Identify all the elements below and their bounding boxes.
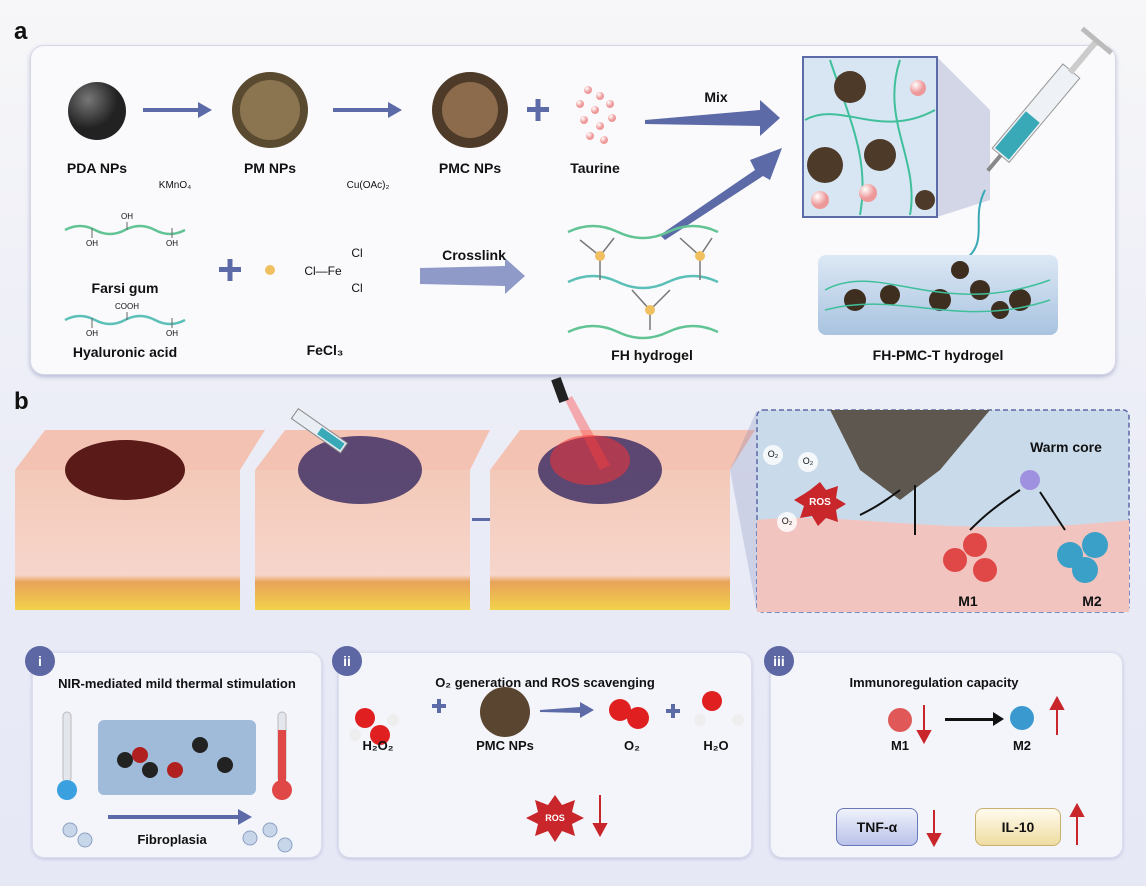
- oh-label: OH: [86, 239, 98, 248]
- decrease-arrow: [926, 810, 942, 848]
- m1-label: M1: [958, 593, 978, 609]
- pmc-nanoparticle: [432, 72, 508, 148]
- hyaluronic-chain: [64, 314, 186, 326]
- ros-label: ROS: [809, 497, 831, 508]
- taurine-dots: [576, 86, 616, 144]
- o2-molecule: [609, 699, 649, 729]
- kmno4-label: KMnO₄: [158, 180, 192, 191]
- pmc-nps-label: PMC NPs: [476, 738, 534, 753]
- pda-nps-label: PDA NPs: [66, 160, 128, 176]
- warm-core-label: Warm core: [1030, 439, 1102, 455]
- fecl3-structure: Cl—Fe: [304, 264, 342, 278]
- microenvironment-detail-box: [756, 409, 1130, 613]
- h2o2-label: H₂O₂: [362, 738, 394, 753]
- increase-arrow: [1049, 695, 1065, 735]
- arrow-icon: [945, 712, 1004, 726]
- wound-skin-block: [15, 430, 265, 610]
- oh-label: OH: [166, 329, 178, 338]
- o2-label: O₂: [624, 738, 640, 753]
- arrow-icon: [540, 702, 594, 718]
- cold-thermometer-icon: [57, 711, 77, 800]
- pmc-nps-label: PMC NPs: [438, 160, 502, 176]
- m1-macrophage: [888, 708, 912, 732]
- oh-label: OH: [86, 329, 98, 338]
- nir-irradiated-skin-block: [490, 377, 755, 610]
- fibroplasia-arrow: [108, 809, 252, 825]
- oh-label: OH: [166, 239, 178, 248]
- crosslink-arrow: [420, 258, 525, 294]
- farsi-gum-label: Farsi gum: [91, 280, 159, 296]
- h2o2-molecule: [349, 708, 399, 745]
- o2-label: O₂: [781, 516, 793, 526]
- pmc-nanoparticle: [480, 687, 530, 737]
- m1-label: M1: [890, 738, 910, 753]
- cuoac-label: Cu(OAc)₂: [346, 180, 390, 191]
- fecl3-label: FeCl₃: [306, 342, 344, 358]
- pm-nanoparticle: [232, 72, 308, 148]
- o2-label: O₂: [802, 456, 814, 466]
- fh-hydrogel-label: FH hydrogel: [611, 347, 693, 363]
- pm-nps-label: PM NPs: [243, 160, 297, 176]
- cl-label: Cl: [351, 281, 363, 295]
- thermal-title: NIR-mediated mild thermal stimulation: [58, 676, 296, 691]
- fibroplasia-label: Fibroplasia: [137, 832, 207, 847]
- oh-label: OH: [121, 212, 133, 221]
- fh-hydrogel: [567, 224, 719, 340]
- flashlight-icon: [551, 377, 569, 403]
- hyaluronic-acid-label: Hyaluronic acid: [72, 344, 178, 360]
- panel-a-label: a: [14, 18, 28, 45]
- cl-label: Cl: [351, 246, 363, 260]
- hot-thermometer-icon: [272, 711, 292, 800]
- plus-icon: [666, 704, 680, 718]
- immunoregulation-title: Immunoregulation capacity: [849, 675, 1019, 690]
- mix-arrow-lower: [660, 148, 782, 240]
- pda-sphere: [68, 82, 126, 140]
- increase-arrow: [1069, 802, 1085, 845]
- farsi-gum-chain: [64, 224, 186, 236]
- mix-label: Mix: [704, 89, 728, 105]
- badge-iii: iii: [764, 646, 794, 676]
- plus-icon: [527, 99, 549, 121]
- badge-i: i: [25, 646, 55, 676]
- fh-pmc-t-hydrogel-label: FH-PMC-T hydrogel: [872, 347, 1004, 363]
- plus-icon: [432, 699, 446, 713]
- arrow-icon: [333, 102, 402, 118]
- cooh-label: COOH: [115, 302, 139, 311]
- arrow-icon: [143, 102, 212, 118]
- ros-label: ROS: [545, 813, 565, 823]
- taurine-label: Taurine: [570, 160, 620, 176]
- h2o-label: H₂O: [703, 738, 729, 753]
- o2-label: O₂: [767, 449, 779, 459]
- badge-ii: ii: [332, 646, 362, 676]
- m2-label: M2: [1012, 738, 1032, 753]
- decrease-arrow: [592, 795, 608, 838]
- m2-label: M2: [1082, 593, 1102, 609]
- m2-macrophage: [1010, 706, 1034, 730]
- panel-b-label: b: [14, 388, 29, 415]
- syringe-icon: [986, 26, 1113, 172]
- hydrogel-applied-skin-block: [255, 408, 490, 610]
- ros-burst: [794, 482, 846, 526]
- plus-icon: [219, 259, 241, 281]
- h2o-molecule: [694, 691, 744, 726]
- il10-box: IL-10: [975, 808, 1061, 846]
- mix-arrow: [645, 100, 780, 136]
- crosslink-label: Crosslink: [442, 247, 506, 263]
- ros-burst: [526, 795, 584, 842]
- tnf-alpha-box: TNF-α: [836, 808, 918, 846]
- decrease-arrow: [916, 705, 932, 745]
- iron-ion: [265, 265, 275, 275]
- o2-ros-title: O₂ generation and ROS scavenging: [435, 675, 655, 690]
